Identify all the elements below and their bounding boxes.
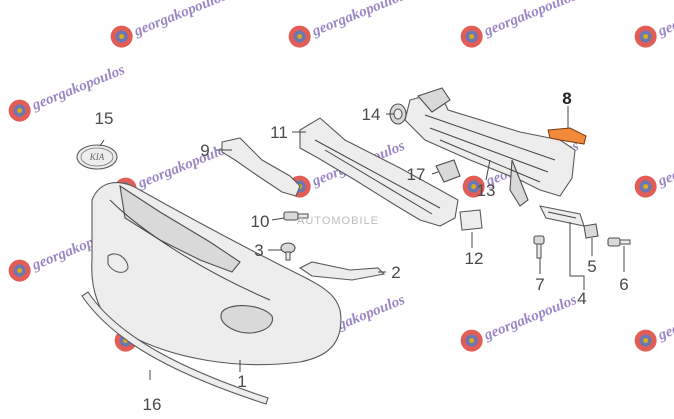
callout-16: 16 [143,395,162,414]
part-11-energy-absorber [299,117,459,227]
part-3-push-clip [280,242,296,261]
watermark-stamp: georgakopoulos [634,0,674,48]
callout-14: 14 [362,105,381,124]
callout-2: 2 [391,263,400,282]
callout-1: 1 [237,372,246,391]
callout-6: 6 [619,275,628,294]
part-13-reinforcement-beam [404,87,576,207]
callout-5: 5 [587,257,596,276]
leader-lines [99,106,625,380]
watermark-stamp: georgakopoulos [634,292,674,352]
watermark-brand-text: georgakopoulos [309,0,407,40]
callout-10: 10 [251,212,270,231]
watermark-logo-icon-dot [643,184,649,190]
watermark-logo-icon-dot [471,184,477,190]
watermark-brand-text: georgakopoulos [135,140,233,192]
callout-11: 11 [270,123,288,142]
callout-4: 4 [577,289,586,308]
callout-13: 13 [477,181,496,200]
part-15-emblem: KIA [76,144,118,170]
part-5-clip [583,223,599,239]
watermark-logo-icon-dot [643,338,649,344]
part-12-license-plate-bracket [459,209,483,231]
watermark-stamp: georgakopoulos [460,292,579,352]
part-4-side-guide [539,205,585,227]
watermark-brand-text: georgakopoulos [655,0,674,40]
watermark-logo-icon-dot [643,34,649,40]
watermark-brand-text: georgakopoulos [481,0,579,40]
watermark-stamp: georgakopoulos [110,0,229,48]
part-6-screw [607,237,631,247]
callout-17: 17 [407,165,426,184]
watermark-logo-icon-dot [469,34,475,40]
watermark-logo-icon-dot [297,34,303,40]
part-16-lower-lip-strip [81,291,269,405]
watermark-brand-text: georgakopoulos [481,292,579,344]
callout-9: 9 [200,141,209,160]
part-2-lower-bracket [298,261,386,281]
watermark-stamp: georgakopoulos [288,0,407,48]
callout-8: 8 [562,89,571,108]
callout-labels: 1 2 3 4 5 6 7 8 9 10 11 12 13 14 15 16 1… [95,89,629,414]
watermark-logo-icon-dot [17,108,23,114]
watermark-brand-text: georgakopoulos [29,62,127,114]
part-17-clip [435,159,461,183]
watermark-logo-icon-dot [17,268,23,274]
watermark-stamp: georgakopoulos [460,0,579,48]
faint-stamp-text: AUTOMOBILE [297,215,379,227]
part-8-side-bracket-highlighted [547,127,587,145]
watermark-brand-text: georgakopoulos [655,138,674,190]
callout-7: 7 [535,275,544,294]
part-7-screw [533,235,545,259]
watermark-brand-text: georgakopoulos [655,292,674,344]
callout-15: 15 [95,109,114,128]
watermark-brand-text: georgakopoulos [131,0,229,40]
callout-12: 12 [465,249,484,268]
part-1-front-bumper-cover [91,182,342,366]
watermark-logo-icon-dot [469,338,475,344]
part-10-screw [283,211,309,221]
part-9-upper-bracket [221,137,301,197]
watermark-logo-icon-dot [119,34,125,40]
emblem-lettering: KIA [89,152,105,162]
callout-3: 3 [254,241,263,260]
watermark-stamp: georgakopoulos [634,138,674,198]
